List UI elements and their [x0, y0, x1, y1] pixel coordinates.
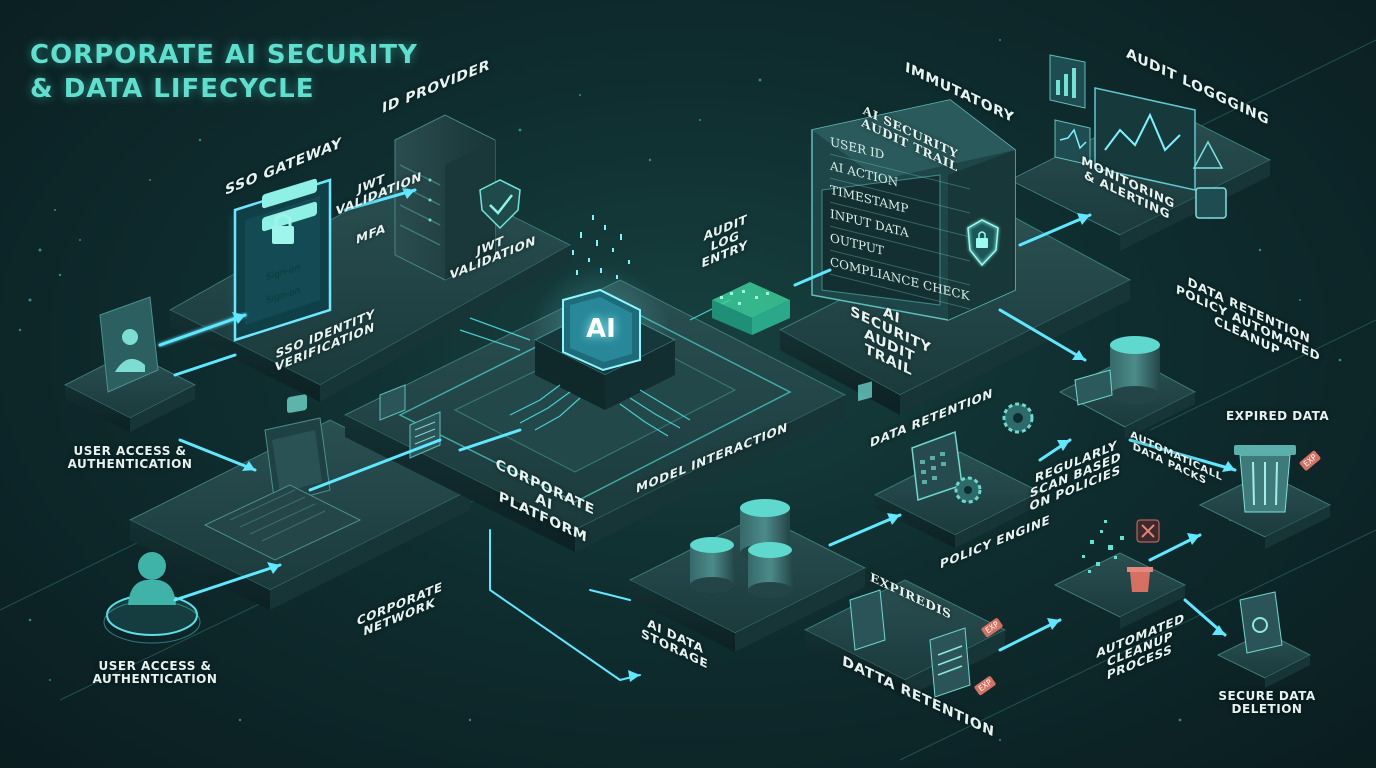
flow-arrows [158, 188, 1237, 682]
calendar-icon [911, 430, 963, 502]
terminal-computer [203, 394, 362, 561]
diagram-title-line2: & DATA LIFECYCLE [30, 74, 315, 104]
storage-platform [628, 514, 867, 652]
retention-docs [849, 381, 971, 698]
gear-icon [954, 402, 1034, 504]
ai-chip [530, 265, 677, 410]
platform-docs [379, 384, 441, 459]
lock-icon [272, 213, 294, 244]
label-secure-data-deletion: SECURE DATA DELETION [1218, 689, 1316, 717]
audit-shield-icon [967, 219, 999, 267]
particles [18, 39, 1342, 741]
audit-trail-device [811, 99, 1016, 321]
monitoring-dashboard [1049, 54, 1227, 219]
delete-x-icon [1136, 519, 1160, 543]
label-user-access-2: USER ACCESS & AUTHENTICATION [92, 659, 218, 687]
user1-platform [63, 351, 197, 432]
label-expired-data: EXPIRED DATA [1226, 409, 1330, 423]
diagram-title-line1: CORPORATE AI SECURITY [30, 40, 418, 70]
arrow-heads [232, 188, 1235, 682]
cleanup-particles [1082, 520, 1124, 573]
audit-log-cube [712, 282, 790, 335]
secure-folder-icon [1239, 591, 1283, 654]
retention-database [1074, 336, 1160, 406]
user-card-1 [99, 296, 159, 393]
ai-chip-label: AI [586, 314, 616, 344]
label-user-access-1: USER ACCESS & AUTHENTICATION [67, 444, 193, 472]
database-stacks [690, 499, 793, 598]
shield-check-icon [479, 179, 521, 230]
data-stream [572, 215, 630, 279]
trash-bin-icon [1234, 445, 1296, 513]
id-provider-server [394, 114, 496, 281]
user-figure-2 [103, 552, 201, 644]
small-trash-icon [1127, 567, 1153, 592]
